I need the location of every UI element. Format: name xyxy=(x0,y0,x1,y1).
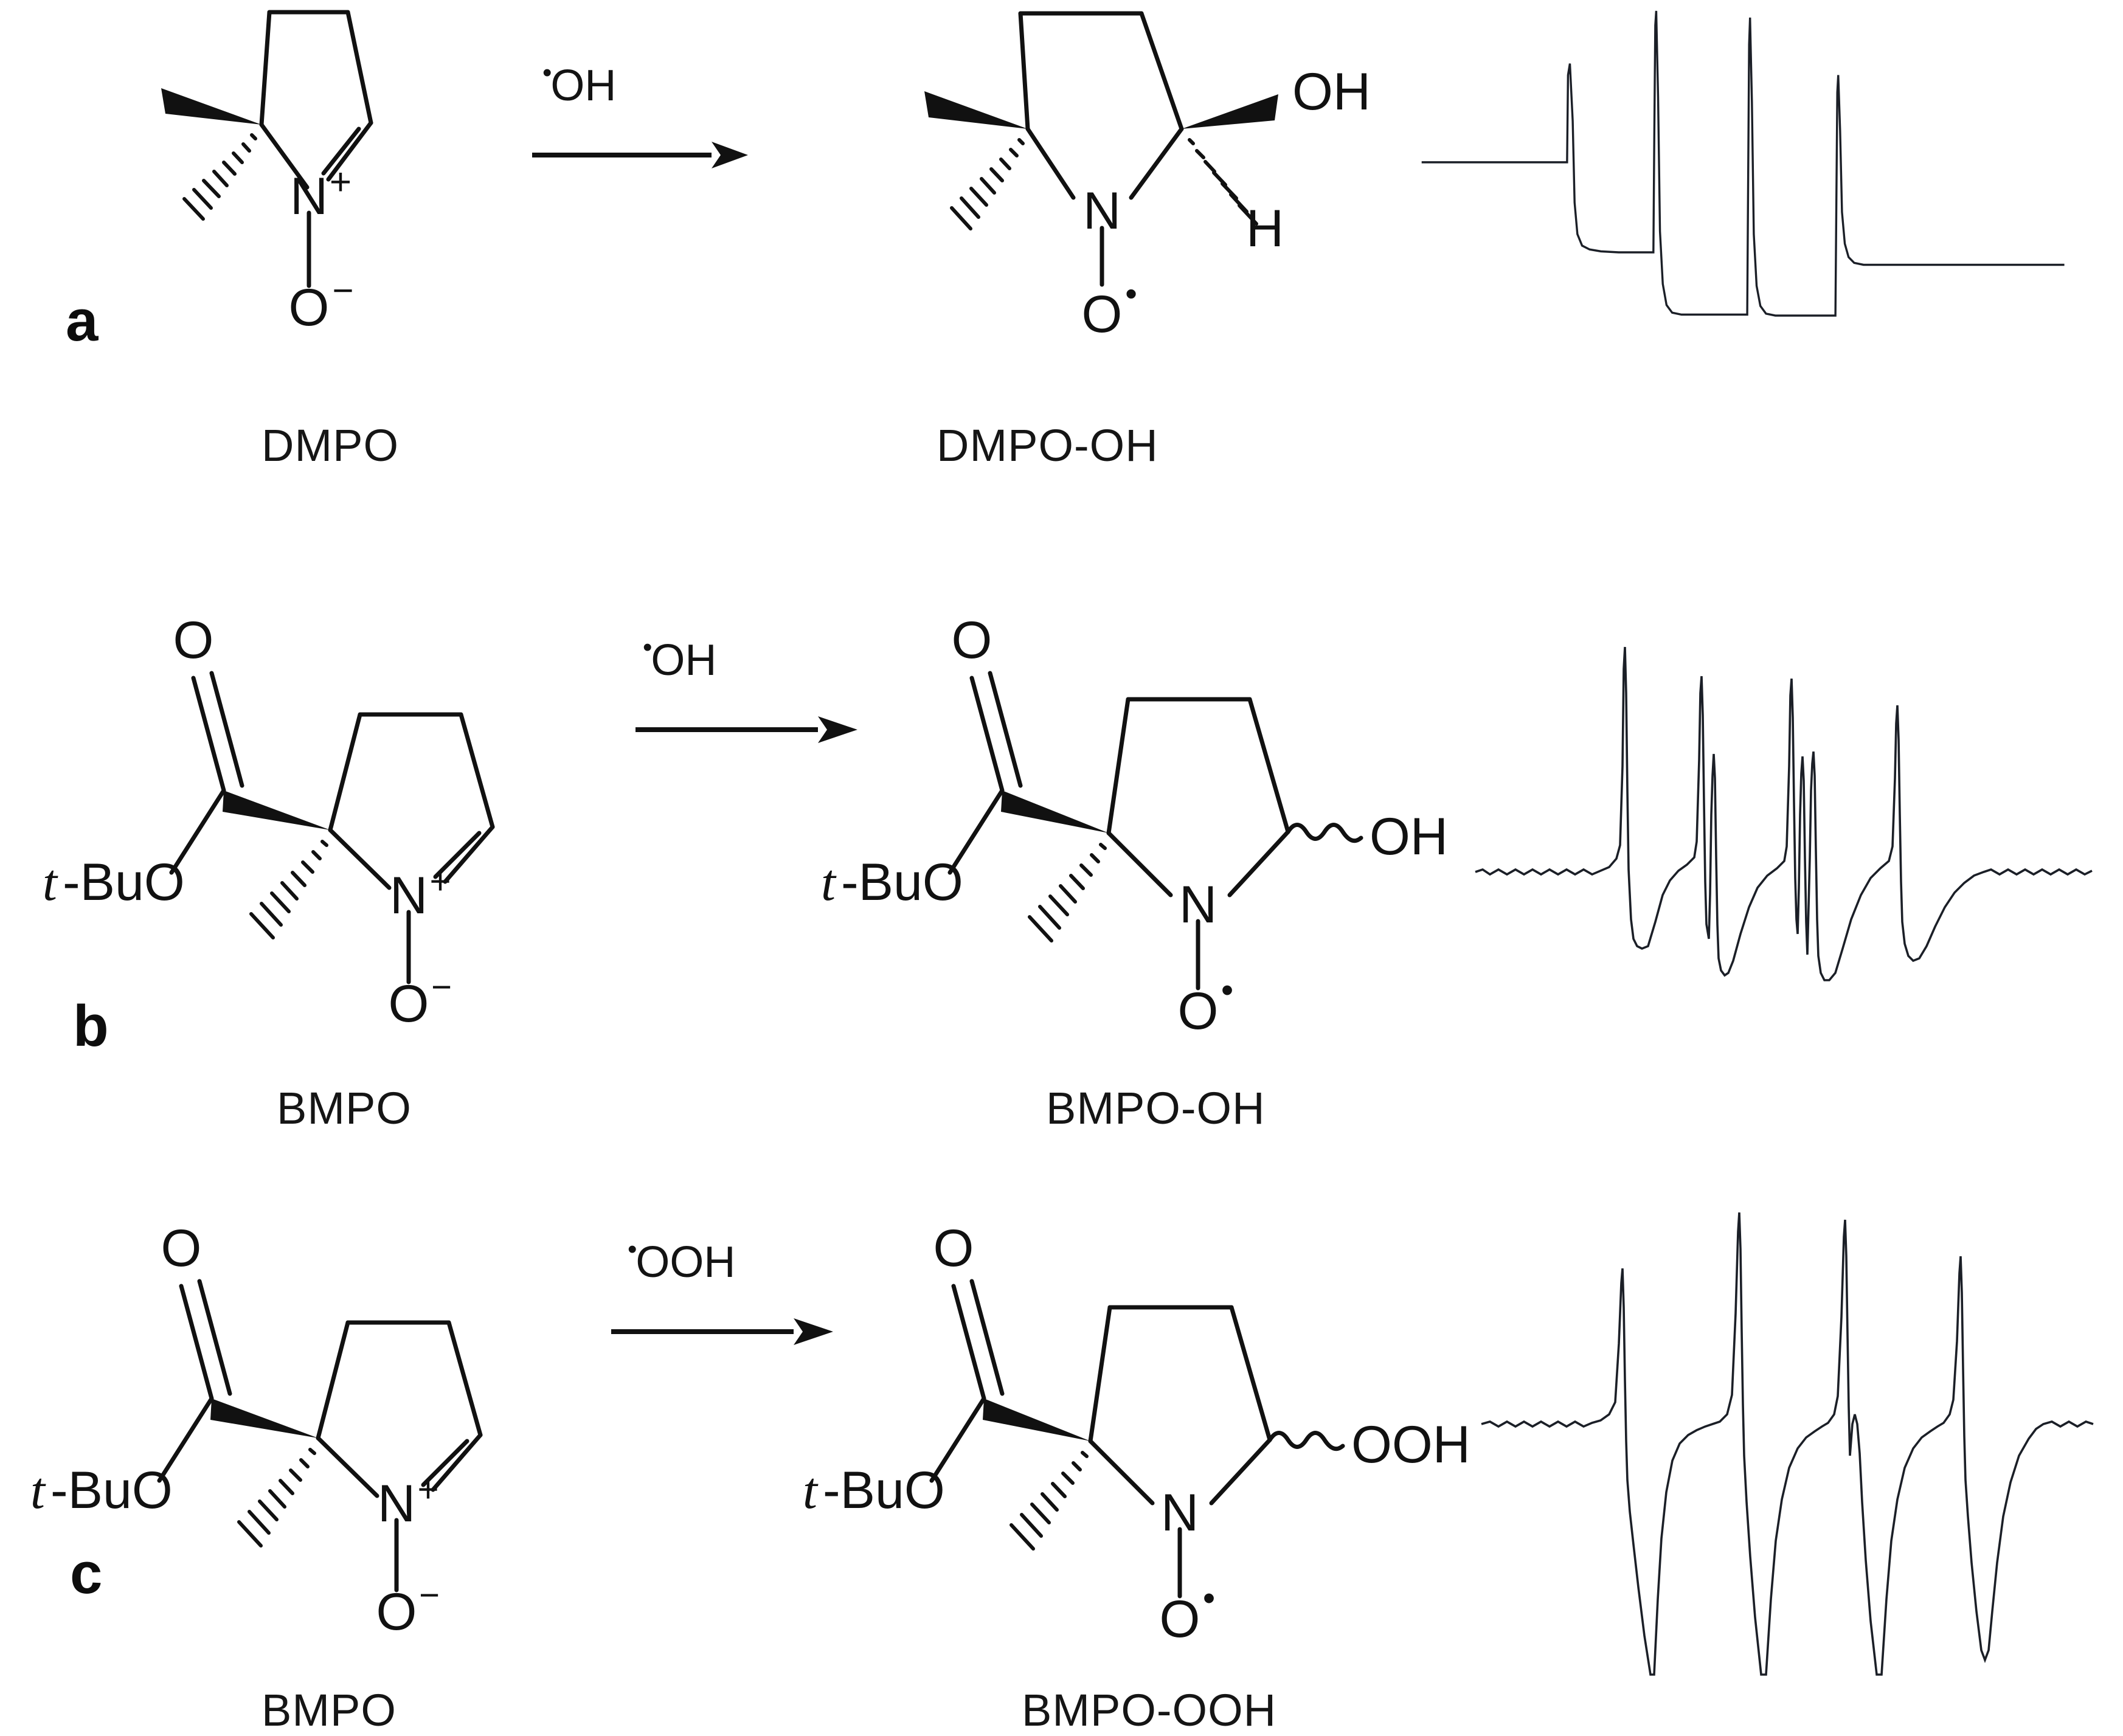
bmpooh-oxygen-label: O xyxy=(1178,982,1219,1040)
radical-dot-icon: • xyxy=(542,58,552,88)
bmpo-b-nitrogen-label: N xyxy=(390,866,428,925)
dmpooh-hydrogen-label: H xyxy=(1246,199,1284,258)
reagent-label-b: •OH xyxy=(642,632,717,685)
caption-bmpo-ooh: BMPO-OOH xyxy=(1022,1685,1277,1735)
epr-spectrum-bmpo-oh xyxy=(1466,620,2098,1095)
panel-a: a xyxy=(0,0,2123,572)
panel-letter-b: b xyxy=(73,994,109,1059)
reagent-text-b: OH xyxy=(651,636,717,685)
bmpoooh-radical-dot-icon: • xyxy=(1203,1579,1215,1618)
panel-letter-c: c xyxy=(70,1541,103,1606)
bmpoooh-oxygen-label: O xyxy=(1160,1590,1200,1648)
dmpooh-nitrogen-label: N xyxy=(1083,182,1121,240)
bmpo-c-carbonyl-oxygen-label: O xyxy=(161,1219,202,1278)
dmpooh-oxygen-label: O xyxy=(1082,285,1123,344)
bmpo-c-ester-rest: -BuO xyxy=(50,1461,173,1520)
bmpooh-radical-dot-icon: • xyxy=(1221,970,1233,1010)
bmpoooh-nitrogen-label: N xyxy=(1161,1484,1199,1542)
panel-c: c xyxy=(0,1143,2123,1735)
structure-dmpo-oh: N O • OH H xyxy=(845,0,1371,371)
structure-bmpo-oh: O t -BuO N O • OH xyxy=(778,596,1448,1040)
caption-bmpo-oh: BMPO-OH xyxy=(1046,1083,1266,1133)
panel-letter-a: a xyxy=(66,288,99,353)
epr-spectrum-bmpo-ooh xyxy=(1472,1198,2098,1678)
radical-dot-icon: • xyxy=(628,1234,637,1264)
reaction-arrow-a xyxy=(529,137,748,173)
bmpo-c-oxygen-charge: − xyxy=(419,1575,440,1615)
bmpoooh-adduct-label: OOH xyxy=(1351,1416,1470,1474)
structure-bmpo-ooh: O t -BuO N O • OOH xyxy=(760,1204,1470,1648)
caption-bmpo-c: BMPO xyxy=(261,1685,397,1735)
bmpo-b-oxygen-charge: − xyxy=(431,967,452,1007)
reagent-text-a: OH xyxy=(550,61,617,110)
bmpoooh-ester-prefix: t xyxy=(803,1461,819,1520)
caption-dmpo: DMPO xyxy=(261,420,399,471)
reaction-arrow-c xyxy=(608,1313,833,1350)
bmpo-b-oxygen-label: O xyxy=(389,975,429,1033)
dmpo-nitrogen-label: N xyxy=(290,167,328,226)
bmpoooh-carbonyl-oxygen-label: O xyxy=(933,1219,974,1278)
bmpo-b-ester-rest: -BuO xyxy=(63,853,185,911)
reagent-label-a: •OH xyxy=(541,58,617,111)
bmpo-b-ester-prefix: t xyxy=(43,853,58,911)
bmpooh-carbonyl-oxygen-label: O xyxy=(952,611,992,669)
bmpo-c-nitrogen-charge: + xyxy=(417,1469,438,1510)
radical-dot-icon: • xyxy=(643,632,653,662)
epr-spectrum-dmpo-oh xyxy=(1417,6,2074,322)
bmpo-c-oxygen-label: O xyxy=(376,1583,417,1641)
structure-dmpo: N + O − xyxy=(73,0,535,371)
panel-b: b xyxy=(0,572,2123,1143)
bmpo-c-ester-prefix: t xyxy=(30,1461,46,1520)
reaction-arrow-b xyxy=(632,711,857,748)
reagent-label-c: •OOH xyxy=(626,1234,736,1287)
dmpo-oxygen-label: O xyxy=(289,278,330,337)
bmpoooh-ester-rest: -BuO xyxy=(823,1461,945,1520)
bmpo-b-nitrogen-charge: + xyxy=(429,861,451,902)
bmpooh-nitrogen-label: N xyxy=(1179,876,1217,934)
dmpo-oxygen-charge: − xyxy=(332,270,353,311)
dmpooh-radical-dot-icon: • xyxy=(1125,274,1137,313)
reagent-text-c: OOH xyxy=(636,1238,736,1287)
structure-bmpo-c: O t -BuO N + O − xyxy=(0,1204,596,1641)
bmpooh-ester-rest: -BuO xyxy=(841,853,963,911)
structure-bmpo-b: O t -BuO N + O − xyxy=(0,596,608,1033)
caption-bmpo-b: BMPO xyxy=(277,1083,412,1133)
bmpo-b-carbonyl-oxygen-label: O xyxy=(173,611,214,669)
bmpooh-adduct-label: OH xyxy=(1370,807,1448,866)
bmpooh-ester-prefix: t xyxy=(821,853,837,911)
caption-dmpo-oh: DMPO-OH xyxy=(937,420,1158,471)
dmpooh-hydroxyl-label: OH xyxy=(1292,63,1371,121)
bmpo-c-nitrogen-label: N xyxy=(378,1475,415,1533)
dmpo-nitrogen-charge: + xyxy=(330,161,352,203)
